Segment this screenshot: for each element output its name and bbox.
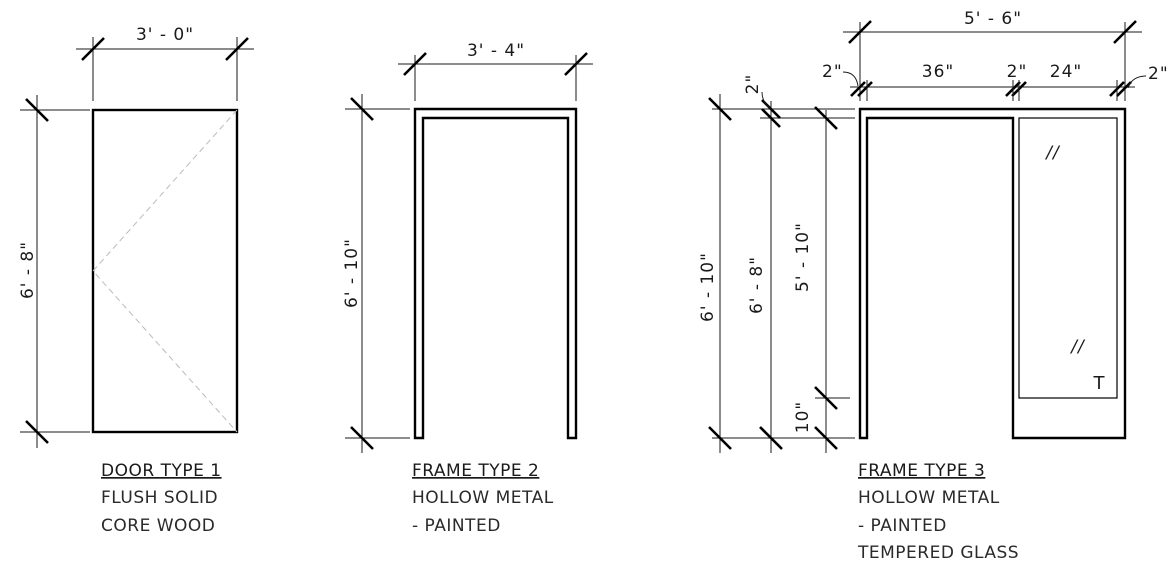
dimension-tick [857,81,873,97]
head-dimension-label: 2" [743,74,763,95]
dimension-tick [708,97,732,121]
hollow-metal-frame-with-sidelite [858,107,1127,440]
dimension-tick [848,20,872,44]
door-width-dimension-label: 36" [922,62,954,82]
dimension-tick [403,52,427,76]
frame-type-2-note-line-2: - PAINTED [412,516,501,536]
door-swing-indicator [92,109,238,433]
width-dimension-label: 3' - 4" [467,41,525,61]
frame-type-3-note-line-2: - PAINTED [858,516,947,536]
door-leaf [91,108,239,434]
dimension-tick [814,106,838,130]
dimension-tick [759,426,783,450]
door-type-1-note-line-1: FLUSH SOLID [101,488,218,508]
sidelite-width-dimension-label: 24" [1050,62,1082,82]
left-frame-dimension-label: 2" [822,62,843,82]
height-dimension-label: 6' - 8" [18,241,38,299]
door-type-1-title: DOOR TYPE 1 [101,461,222,481]
dimension-tick [1113,20,1137,44]
dimension-tick [81,37,105,61]
door-type-1: 3' - 0" 6' - 8" DOOR TYPE 1 FLUSH SOLID … [18,25,254,536]
frame-type-3-note-line-1: HOLLOW METAL [858,488,1000,508]
right-frame-dimension-label: 2" [1148,64,1169,84]
glass-height-dimension-label: 5' - 10" [793,222,813,292]
door-height-dimension-label: 6' - 8" [747,256,767,314]
overall-width-dimension-label: 5' - 6" [964,9,1022,29]
dimension-tick [850,81,866,97]
frame-type-2-title: FRAME TYPE 2 [412,461,539,481]
door-type-1-note-line-2: CORE WOOD [101,516,215,536]
dimension-tick [25,98,49,122]
dimension-tick [761,108,781,128]
frame-type-2-note-line-1: HOLLOW METAL [412,488,554,508]
tempered-glass-mark: T [1093,373,1106,394]
dimension-tick [350,426,374,450]
sidelite-glass-panel [1018,117,1118,399]
dimension-tick [814,386,838,410]
leader-line [1127,75,1147,89]
glass-mark-lower: // [1069,337,1086,357]
overall-height-dimension-label: 6' - 10" [698,252,718,322]
leader-line [842,71,859,87]
hollow-metal-frame [413,107,578,440]
frame-type-3-title: FRAME TYPE 3 [858,461,985,481]
frame-type-3-note-line-3: TEMPERED GLASS [857,543,1019,563]
dimension-tick [225,37,249,61]
dimension-tick [708,426,732,450]
dimension-tick [1116,81,1132,97]
sill-height-dimension-label: 10" [793,401,813,433]
width-dimension-label: 3' - 0" [136,25,194,45]
dimension-tick [814,426,838,450]
frame-type-3: 5' - 6" 2" 36" 2" 24" 2" 6' - 10" [698,9,1169,563]
dimension-tick [25,420,49,444]
dimension-tick [350,97,374,121]
height-dimension-label: 6' - 10" [342,238,362,308]
dimension-tick [564,52,588,76]
glass-mark-upper: // [1044,143,1061,163]
mullion-dimension-label: 2" [1007,62,1028,82]
leader-line [761,91,771,109]
frame-type-2: 3' - 4" 6' - 10" FRAME TYPE 2 HOLLOW MET… [342,41,593,536]
